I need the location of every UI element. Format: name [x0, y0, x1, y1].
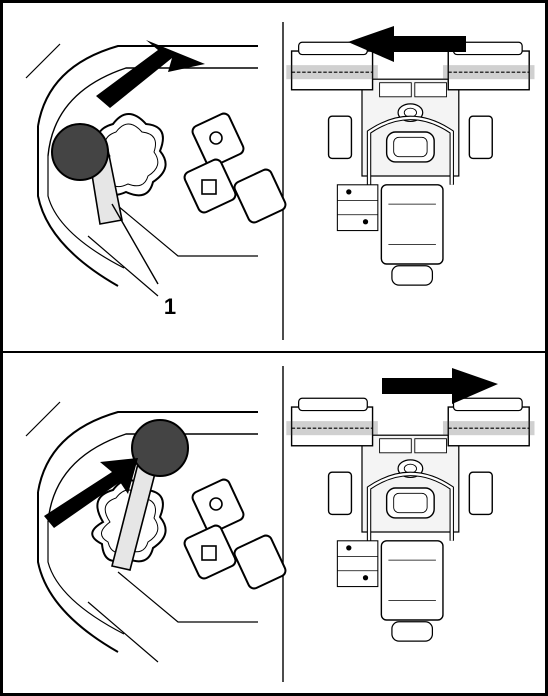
joystick-icon — [52, 124, 108, 180]
callout-label: 1 — [164, 294, 176, 319]
joystick-icon — [132, 420, 188, 476]
